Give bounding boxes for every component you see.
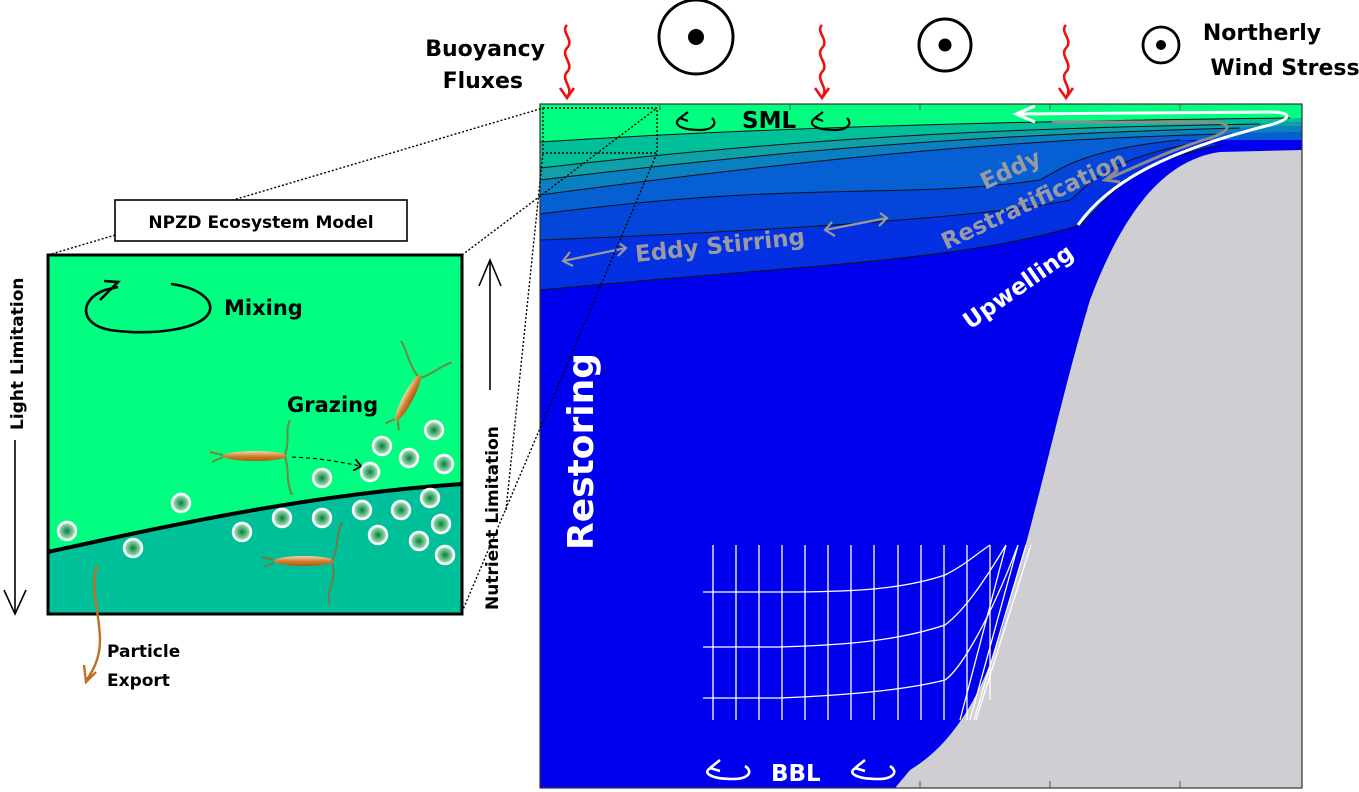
- particle-label-1: Particle: [107, 642, 180, 662]
- phytoplankton-icon: [170, 492, 192, 514]
- mixed-layer-base: [47, 482, 463, 554]
- phytoplankton-icon: [398, 447, 420, 469]
- grazing-arrow: [291, 456, 360, 466]
- phytoplankton-icon: [122, 537, 144, 559]
- phytoplankton-icon: [311, 507, 333, 529]
- phytoplankton-icon: [351, 499, 373, 521]
- buoyancy-flux-arrows: [558, 24, 1075, 101]
- inset-connectors: [47, 107, 658, 613]
- phytoplankton-icon: [419, 487, 441, 509]
- buoyancy-flux-icon: [818, 24, 826, 98]
- sml-label: SML: [742, 108, 796, 134]
- npzd-inset: NPZD Ecosystem Model Mixing Grazing: [3, 107, 658, 691]
- zooplankton-icon: [209, 419, 293, 496]
- panel-frame: [539, 103, 1303, 789]
- phytoplankton-icon: [433, 453, 455, 475]
- grazing-label: Grazing: [287, 393, 378, 417]
- layer-2: [540, 118, 1302, 168]
- mixing-label: Mixing: [224, 296, 303, 320]
- wind-label-2: Wind Stress: [1210, 56, 1359, 81]
- phytoplankton-icon: [367, 524, 389, 546]
- axis-ticks: [659, 104, 1181, 788]
- eddy-icon: [675, 117, 716, 132]
- eddy-icon: [851, 764, 896, 781]
- restoring-label: Restoring: [561, 353, 602, 550]
- phytoplankton-icon: [271, 507, 293, 529]
- continental-slope: [895, 150, 1302, 788]
- phytoplankton-icon: [430, 513, 452, 535]
- phytoplankton-icon: [231, 521, 253, 543]
- particle-export-arrow: [82, 565, 102, 685]
- wind-label-1: Northerly: [1203, 21, 1321, 46]
- phytoplankton-icon: [371, 435, 393, 457]
- phytoplankton-icon: [311, 467, 333, 489]
- zooplankton-icon: [261, 521, 343, 606]
- eddy-icon: [706, 764, 751, 781]
- light-limitation-arrow: [3, 440, 27, 616]
- buoyancy-label-1: Buoyancy: [425, 37, 545, 62]
- bbl-label: BBL: [771, 761, 821, 787]
- phytoplankton-icon: [408, 530, 430, 552]
- main-panel: SML BBL Eddy Stirring Eddy Restratificat…: [539, 103, 1303, 789]
- layer-5: [540, 132, 1302, 214]
- layer-6: [540, 140, 1200, 240]
- layer-4: [540, 126, 1302, 195]
- phytoplankton-icon: [359, 461, 381, 483]
- surface-forcing: Buoyancy Fluxes Northerly Wind Stress: [425, 0, 1359, 101]
- overturning-arrow: [1012, 104, 1289, 226]
- nutrient-limitation-arrow: [478, 257, 502, 390]
- wind-out-of-page-icon: [917, 17, 973, 73]
- wind-out-of-page-icon: [1141, 25, 1181, 65]
- model-grid: [703, 544, 1032, 721]
- buoyancy-label-2: Fluxes: [443, 69, 523, 94]
- inset-title: NPZD Ecosystem Model: [148, 213, 373, 233]
- mixing-icon: [84, 279, 212, 334]
- particle-label-2: Export: [107, 671, 170, 691]
- inset-frame: [46, 253, 464, 616]
- bbl-eddy-icons: [706, 758, 896, 781]
- light-limitation-label: Light Limitation: [8, 277, 28, 430]
- restratification-arrow: [1052, 120, 1229, 184]
- phytoplankton-icon: [390, 499, 412, 521]
- nutrient-limitation-label: Nutrient Limitation: [483, 426, 503, 610]
- phytoplankton-icon: [434, 544, 456, 566]
- wind-out-of-page-icon: [657, 0, 735, 76]
- inset-source-box: [542, 107, 658, 154]
- layer-7: [540, 142, 1220, 290]
- zooplankton-icon: [385, 340, 453, 431]
- phytoplankton-cells: [56, 419, 456, 566]
- wind-stress-symbols: [657, 0, 1181, 76]
- phytoplankton-icon: [56, 520, 78, 542]
- eddy-icon: [810, 117, 851, 132]
- phytoplankton-icon: [423, 419, 445, 441]
- buoyancy-flux-icon: [1062, 24, 1070, 98]
- sml-eddy-icons: [675, 111, 851, 132]
- inset-title-box: [114, 199, 408, 242]
- buoyancy-flux-icon: [563, 24, 571, 98]
